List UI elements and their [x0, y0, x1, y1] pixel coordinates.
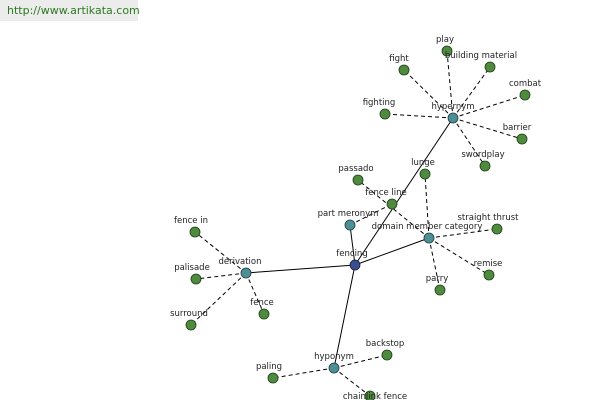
graph-nodes: [185, 45, 531, 400]
site-url-banner[interactable]: http://www.artikata.com: [0, 0, 140, 21]
edge-domain-member-category-remise: [428, 237, 490, 276]
edge-hypernym-swordplay: [452, 117, 486, 167]
word-node-fence[interactable]: [258, 308, 270, 320]
edge-hyponym-paling: [272, 367, 335, 379]
edge-hypernym-fight: [403, 69, 454, 119]
fight-label[interactable]: fight: [389, 54, 409, 64]
word-node-backstop[interactable]: [381, 349, 393, 361]
barrier-label[interactable]: barrier: [503, 123, 532, 133]
edge-hypernym-combat: [452, 94, 526, 119]
fence-in-label[interactable]: fence in: [174, 216, 208, 226]
edge-hypernym-barrier: [452, 117, 523, 140]
hypernym-label[interactable]: hypernym: [431, 102, 474, 112]
palisade-label[interactable]: palisade: [174, 263, 210, 273]
word-node-lunge[interactable]: [419, 168, 431, 180]
edge-derivation-palisade: [195, 272, 247, 280]
edge-fencing-hyponym: [333, 264, 356, 369]
word-node-remise[interactable]: [483, 269, 495, 281]
straight-thrust-label[interactable]: straight thrust: [457, 213, 519, 223]
edge-derivation-fence: [245, 272, 265, 315]
edge-fencing-hypernym: [354, 117, 454, 266]
chainlink-fence-label[interactable]: chainlink fence: [343, 392, 407, 400]
passado-label[interactable]: passado: [338, 164, 373, 174]
edge-hypernym-play: [446, 50, 454, 119]
building-material-label[interactable]: building material: [445, 51, 517, 61]
domain-member-category-label[interactable]: domain member category: [372, 222, 483, 232]
relation-node-domain-member-category[interactable]: [423, 232, 435, 244]
paling-label[interactable]: paling: [256, 362, 282, 372]
relation-node-derivation[interactable]: [240, 267, 252, 279]
fence-line-label[interactable]: fence line: [365, 188, 407, 198]
word-node-building-material[interactable]: [484, 61, 496, 73]
edge-hyponym-chainlink-fence: [333, 367, 371, 397]
swordplay-label[interactable]: swordplay: [461, 150, 504, 160]
word-node-chainlink-fence[interactable]: [364, 390, 376, 400]
lunge-label[interactable]: lunge: [411, 158, 435, 168]
play-label[interactable]: play: [436, 35, 454, 45]
word-node-fight[interactable]: [398, 64, 410, 76]
fence-label[interactable]: fence: [250, 298, 274, 308]
parry-label[interactable]: parry: [426, 274, 448, 284]
word-node-fighting[interactable]: [379, 108, 391, 120]
remise-label[interactable]: remise: [474, 259, 503, 269]
word-node-palisade[interactable]: [190, 273, 202, 285]
edge-part-meronym-fence-line: [349, 203, 393, 226]
word-node-parry[interactable]: [434, 284, 446, 296]
fencing-label[interactable]: fencing: [336, 249, 367, 259]
edge-fencing-part-meronym: [349, 224, 356, 266]
word-node-barrier[interactable]: [516, 133, 528, 145]
relation-node-part-meronym[interactable]: [344, 219, 356, 231]
word-node-straight-thrust[interactable]: [491, 223, 503, 235]
combat-label[interactable]: combat: [509, 79, 542, 89]
edge-domain-member-category-lunge: [424, 173, 430, 239]
edge-derivation-fence-in: [194, 231, 247, 274]
fighting-label[interactable]: fighting: [363, 98, 396, 108]
word-node-swordplay[interactable]: [479, 160, 491, 172]
edge-hypernym-building-material: [452, 66, 491, 119]
edge-hypernym-fighting: [384, 113, 454, 119]
edge-fencing-domain-member-category: [354, 237, 430, 266]
edge-hyponym-backstop: [333, 354, 388, 369]
word-node-fence-line[interactable]: [386, 198, 398, 210]
word-node-combat[interactable]: [519, 89, 531, 101]
graph-labels: play building material fight combat fighting…: [170, 35, 542, 400]
word-node-play[interactable]: [441, 45, 453, 57]
word-node-passado[interactable]: [352, 174, 364, 186]
edge-domain-member-category-straight-thrust: [428, 228, 498, 239]
edge-derivation-surround: [190, 272, 247, 326]
word-node-fence-in[interactable]: [189, 226, 201, 238]
hyponym-label[interactable]: hyponym: [314, 352, 354, 362]
part-meronym-label[interactable]: part meronym: [318, 209, 379, 219]
derivation-label[interactable]: derivation: [218, 257, 261, 267]
relation-node-hypernym[interactable]: [447, 112, 459, 124]
surround-label[interactable]: surround: [170, 309, 208, 319]
word-node-surround[interactable]: [185, 319, 197, 331]
backstop-label[interactable]: backstop: [366, 339, 405, 349]
edge-domain-member-category-parry: [428, 237, 441, 291]
center-node-fencing[interactable]: [349, 259, 361, 271]
edge-fencing-derivation: [245, 264, 356, 274]
relation-node-hyponym[interactable]: [328, 362, 340, 374]
word-node-paling[interactable]: [267, 372, 279, 384]
